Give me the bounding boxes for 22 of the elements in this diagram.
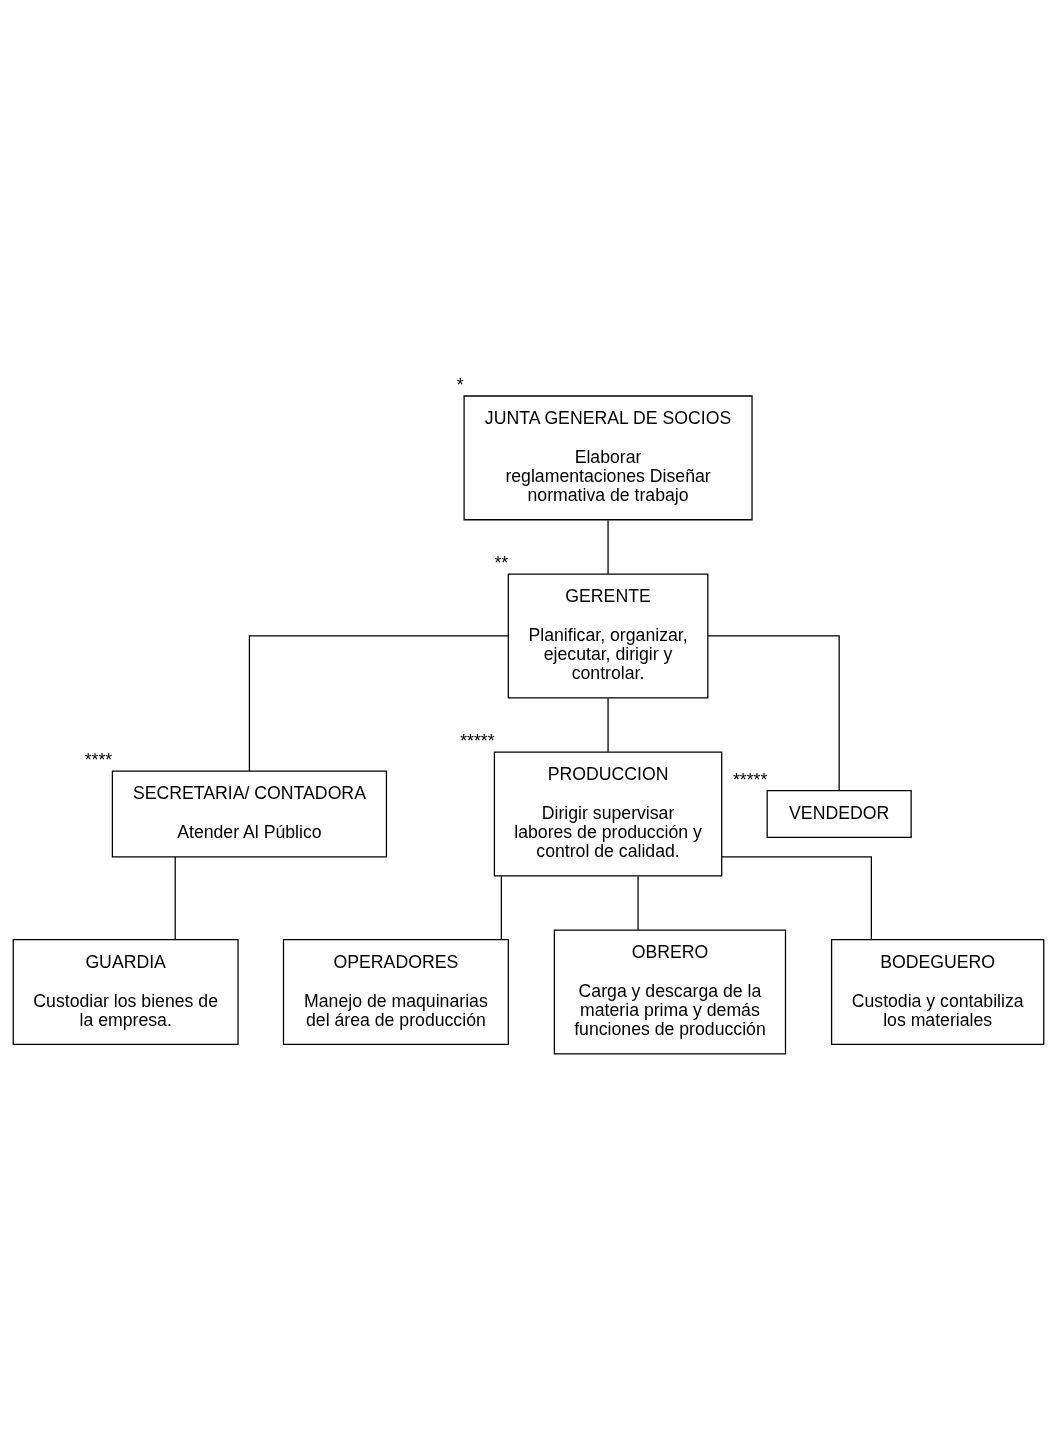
node-box: JUNTA GENERAL DE SOCIOS Elaborar reglamentaciones Diseñar normativa de trabajo	[463, 395, 753, 521]
connector	[721, 856, 872, 941]
node-label: *	[456, 375, 464, 396]
connector	[500, 875, 502, 941]
node-box: GERENTE Planificar, organizar, ejecutar, dirigir y controlar.	[507, 573, 709, 699]
node-label: ****	[84, 750, 113, 771]
node-label: *****	[460, 731, 495, 752]
connector	[607, 519, 609, 575]
node-box: BODEGUERO Custodia y contabiliza los materiales	[830, 939, 1045, 1046]
connector	[707, 635, 840, 791]
node-box: GUARDIA Custodiar los bienes de la empresa.	[12, 939, 239, 1046]
connector	[174, 856, 176, 941]
node-box: OPERADORES Manejo de maquinarias del área de producción	[282, 939, 509, 1046]
connector	[248, 635, 509, 772]
node-box: PRODUCCION Dirigir supervisar labores de producción y control de calidad.	[493, 751, 723, 877]
node-box: SECRETARIA/ CONTADORA Atender Al Público	[111, 770, 388, 858]
connector	[607, 697, 609, 753]
node-label: **	[494, 553, 509, 574]
connector	[637, 875, 639, 931]
node-label: *****	[732, 769, 768, 790]
node-box: OBRERO Carga y descarga de la materia prima y demás funciones de producción	[553, 929, 787, 1055]
node-box: VENDEDOR	[766, 790, 912, 838]
